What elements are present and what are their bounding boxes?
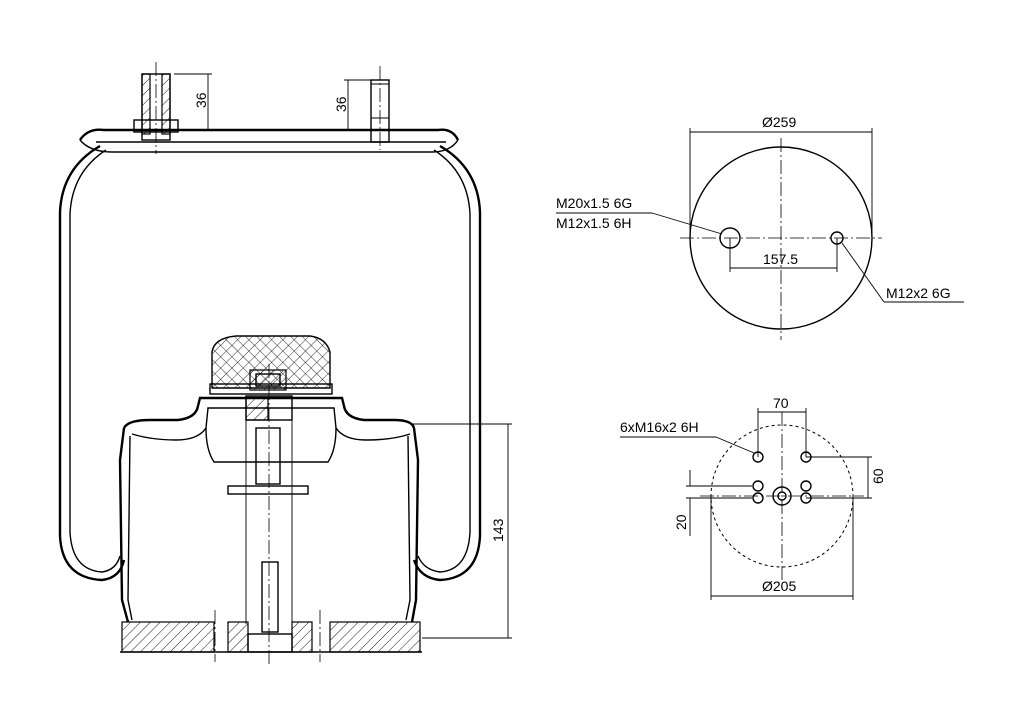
stud-thread-callout: M12x2 6G bbox=[841, 242, 964, 303]
svg-text:Ø259: Ø259 bbox=[762, 114, 796, 130]
base-plate bbox=[120, 610, 422, 662]
bumper bbox=[209, 335, 333, 395]
svg-text:M12x2 6G: M12x2 6G bbox=[886, 285, 951, 301]
svg-text:36: 36 bbox=[193, 92, 209, 108]
piston-height-dimension: 143 bbox=[412, 423, 512, 639]
port-thread-callout: M20x1.5 6G M12x1.5 6H bbox=[556, 195, 723, 235]
svg-text:M12x1.5 6H: M12x1.5 6H bbox=[556, 215, 631, 231]
hole-thread-callout: 6xM16x2 6H bbox=[620, 419, 755, 454]
bottom-plate-view: 70 60 20 Ø205 6xM16x2 6H bbox=[620, 395, 886, 600]
center-bolt bbox=[227, 364, 309, 664]
bottom-plate-diameter-dimension: Ø205 bbox=[710, 496, 854, 600]
hole-spacing-x-dimension: 70 bbox=[757, 395, 807, 457]
svg-text:143: 143 bbox=[490, 518, 506, 542]
piston-head bbox=[122, 396, 416, 463]
top-plate-view: Ø259 157.5 M20x1.5 6G M12x1.5 6H M12x2 6… bbox=[556, 114, 964, 340]
piston-body bbox=[118, 427, 420, 623]
svg-text:70: 70 bbox=[773, 395, 789, 411]
offset-dimension: 20 bbox=[673, 470, 752, 536]
svg-text:36: 36 bbox=[333, 96, 349, 112]
hole-spacing-y-dimension: 60 bbox=[806, 456, 886, 499]
stud-spacing-dimension: 157.5 bbox=[729, 238, 838, 272]
svg-text:Ø205: Ø205 bbox=[762, 578, 796, 594]
svg-text:60: 60 bbox=[870, 468, 886, 484]
svg-text:M20x1.5 6G: M20x1.5 6G bbox=[556, 195, 632, 211]
stud-height-dimension-right: 36 bbox=[333, 79, 372, 130]
svg-text:157.5: 157.5 bbox=[763, 251, 798, 267]
top-plate-diameter-dimension: Ø259 bbox=[689, 114, 873, 238]
top-plate bbox=[79, 128, 460, 153]
svg-text:6xM16x2 6H: 6xM16x2 6H bbox=[620, 419, 699, 435]
svg-text:20: 20 bbox=[673, 514, 689, 530]
right-stud bbox=[370, 66, 390, 150]
side-view: 36 36 bbox=[58, 62, 512, 664]
stud-height-dimension-left: 36 bbox=[174, 73, 212, 130]
bellows bbox=[58, 144, 482, 582]
center-hole bbox=[772, 486, 792, 506]
left-stud bbox=[133, 62, 179, 154]
